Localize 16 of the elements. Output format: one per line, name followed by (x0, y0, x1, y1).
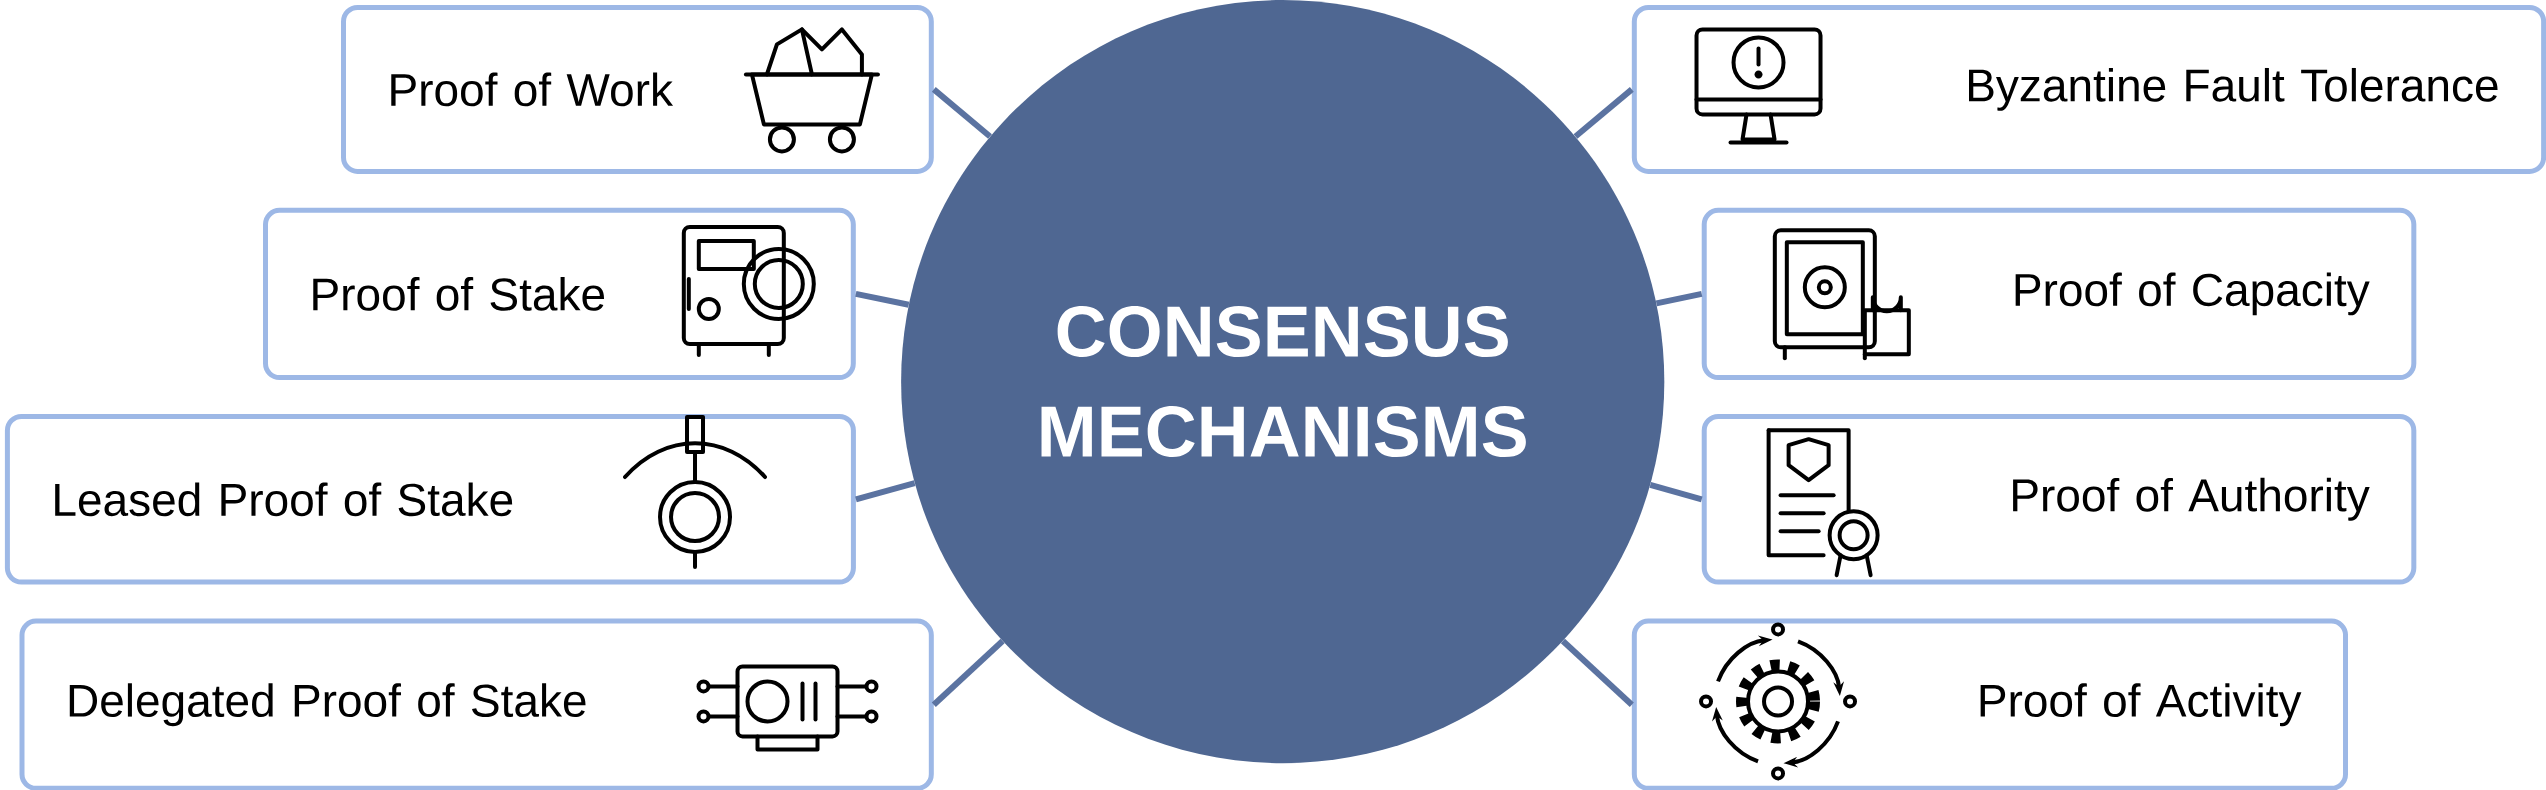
mechanism-box: Proof of Stake (263, 207, 856, 380)
connector-line (1573, 87, 1634, 139)
connector-line (1655, 290, 1703, 307)
mechanism-box: Delegated Proof of Stake (19, 618, 934, 790)
connector-line (855, 290, 910, 308)
connector-line (1649, 481, 1703, 503)
connector-line (1560, 638, 1634, 707)
connector-line (931, 638, 1005, 707)
mechanism-box: Leased Proof of Stake (4, 414, 856, 585)
mechanism-box: Byzantine Fault Tolerance (1631, 4, 2546, 174)
mechanism-box: Proof of Authority (1701, 414, 2417, 585)
connector-line (855, 480, 916, 503)
connector-line (931, 87, 992, 139)
mechanism-box: Proof of Capacity (1701, 207, 2417, 380)
mechanism-box: Proof of Work (341, 4, 934, 174)
mechanism-box: Proof of Activity (1631, 618, 2349, 790)
